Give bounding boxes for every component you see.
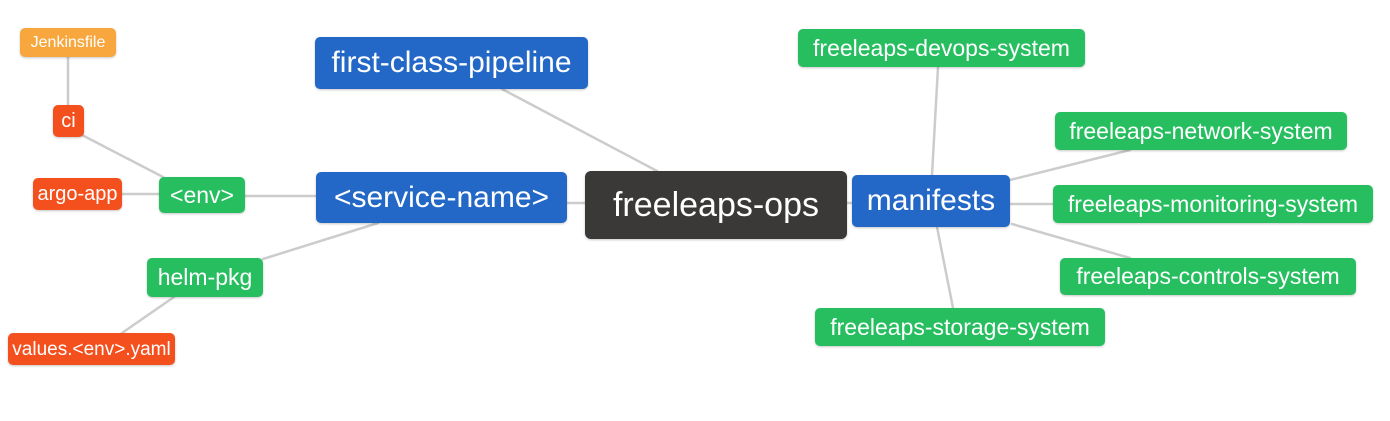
node-first-class-pipeline[interactable]: first-class-pipeline — [315, 37, 588, 89]
node-freeleaps-network-system[interactable]: freeleaps-network-system — [1055, 112, 1347, 150]
node-freeleaps-controls-system[interactable]: freeleaps-controls-system — [1060, 258, 1356, 295]
node-manifests[interactable]: manifests — [852, 175, 1010, 227]
node-freeleaps-ops-root[interactable]: freeleaps-ops — [585, 171, 847, 239]
edge-ci-env — [80, 133, 165, 179]
node-service-name[interactable]: <service-name> — [316, 172, 567, 223]
node-values-env-yaml[interactable]: values.<env>.yaml — [8, 333, 175, 365]
node-argo-app[interactable]: argo-app — [33, 178, 122, 210]
edge-values-helm-pkg — [120, 295, 176, 335]
edge-manifests-storage — [935, 225, 955, 310]
edge-manifests-network — [1008, 148, 1132, 182]
node-freeleaps-monitoring-system[interactable]: freeleaps-monitoring-system — [1053, 185, 1373, 223]
node-freeleaps-storage-system[interactable]: freeleaps-storage-system — [815, 308, 1105, 346]
node-ci[interactable]: ci — [53, 105, 84, 137]
node-jenkinsfile[interactable]: Jenkinsfile — [20, 28, 116, 57]
node-freeleaps-devops-system[interactable]: freeleaps-devops-system — [798, 29, 1085, 67]
edge-pipeline-root — [500, 87, 659, 173]
node-env[interactable]: <env> — [159, 177, 245, 213]
edge-manifests-devops — [930, 65, 940, 177]
edge-manifests-controls — [1010, 222, 1132, 260]
edge-helm-pkg-service-name — [261, 221, 380, 261]
node-helm-pkg[interactable]: helm-pkg — [147, 258, 263, 297]
